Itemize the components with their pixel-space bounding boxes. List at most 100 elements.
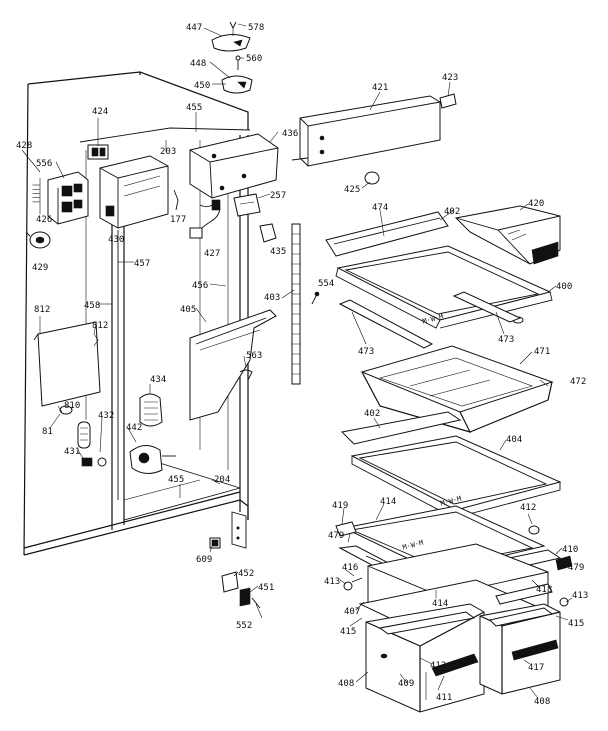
drawer-left-408 — [365, 603, 485, 713]
glass-shelf-400: M·W·M — [335, 245, 553, 329]
label-556: 556 — [36, 159, 52, 169]
label-552: 552 — [236, 621, 252, 631]
label-431: 431 — [64, 447, 80, 457]
light-cover — [139, 393, 163, 427]
svg-text:|||||: ||||| — [32, 183, 40, 204]
label-403: 403 — [264, 293, 280, 303]
label-402-mid: 402 — [364, 409, 380, 419]
label-427: 427 — [204, 249, 220, 259]
label-402-top: 402 — [444, 207, 460, 217]
clip-part — [173, 189, 179, 211]
label-407: 407 — [344, 607, 360, 617]
misc-small-parts — [59, 405, 176, 474]
label-458: 458 — [84, 301, 100, 311]
top-shelf-frame — [325, 211, 449, 257]
label-400: 400 — [556, 282, 572, 292]
label-408-left: 408 — [338, 679, 354, 689]
label-415-right: 415 — [568, 619, 584, 629]
label-434: 434 — [150, 375, 166, 385]
control-panel — [291, 95, 441, 167]
panel-knob — [364, 171, 380, 185]
label-455-top: 455 — [186, 103, 202, 113]
label-472: 472 — [570, 377, 586, 387]
label-810: 810 — [64, 401, 80, 411]
control-knob-assembly — [211, 21, 253, 94]
control-housing — [99, 155, 169, 229]
label-471: 471 — [534, 347, 550, 357]
label-435: 435 — [270, 247, 286, 257]
drawer-right-408 — [479, 603, 561, 695]
label-448: 448 — [190, 59, 206, 69]
label-609: 609 — [196, 555, 212, 565]
label-405: 405 — [180, 305, 196, 315]
bin-420 — [454, 205, 561, 265]
label-563: 563 — [246, 351, 262, 361]
label-456: 456 — [192, 281, 208, 291]
label-204: 204 — [214, 475, 230, 485]
label-812-right: 812 — [92, 321, 108, 331]
part-609 — [209, 537, 221, 549]
label-203: 203 — [160, 147, 176, 157]
light-socket-part — [87, 144, 109, 160]
label-413-right: 413 — [572, 591, 588, 601]
label-418: 418 — [536, 585, 552, 595]
glass-shelf-404: M·W·M — [340, 411, 562, 519]
label-420: 420 — [528, 199, 544, 209]
wire-harness — [189, 199, 221, 239]
label-413-left: 413 — [324, 577, 340, 587]
label-450: 450 — [194, 81, 210, 91]
label-429: 429 — [32, 263, 48, 273]
duct-cover — [189, 133, 279, 199]
label-412-top: 412 — [520, 503, 536, 513]
label-578: 578 — [248, 23, 264, 33]
leader-lines — [21, 23, 573, 699]
label-421: 421 — [372, 83, 388, 93]
label-447: 447 — [186, 23, 202, 33]
label-414-bottom: 414 — [432, 599, 448, 609]
label-404: 404 — [506, 435, 522, 445]
label-452: 452 — [238, 569, 254, 579]
light-bulb — [439, 93, 457, 109]
label-419: 419 — [332, 501, 348, 511]
label-451: 451 — [258, 583, 274, 593]
label-479-right: 479 — [568, 563, 584, 573]
label-812-left: 812 — [34, 305, 50, 315]
crisper-pan-471 — [360, 345, 554, 433]
label-424: 424 — [92, 107, 108, 117]
label-474: 474 — [372, 203, 388, 213]
label-415-left: 415 — [340, 627, 356, 637]
hinge-parts — [221, 571, 261, 609]
label-408-right: 408 — [534, 697, 550, 707]
door-switch — [233, 193, 261, 217]
label-410: 410 — [562, 545, 578, 555]
label-436: 436 — [282, 129, 298, 139]
label-257: 257 — [270, 191, 286, 201]
label-554: 554 — [318, 279, 334, 289]
label-560: 560 — [246, 54, 262, 64]
label-473-right: 473 — [498, 335, 514, 345]
part-labels: 447 578 448 560 450 421 423 424 455 203 … — [16, 23, 588, 707]
rear-panel-812 — [33, 321, 101, 407]
shelf-ladder — [291, 223, 301, 385]
label-416: 416 — [342, 563, 358, 573]
label-417: 417 — [528, 663, 544, 673]
label-426: 426 — [36, 215, 52, 225]
svg-text:M·W·M: M·W·M — [422, 313, 444, 326]
label-411: 411 — [436, 693, 452, 703]
label-412-bottom: 412 — [430, 661, 446, 671]
label-425: 425 — [344, 185, 360, 195]
thermostat-block: ||||| — [32, 171, 89, 225]
label-81: 81 — [42, 427, 53, 437]
rails-473 — [338, 291, 522, 349]
label-423: 423 — [442, 73, 458, 83]
label-479-left: 479 — [328, 531, 344, 541]
label-414-top: 414 — [380, 497, 396, 507]
label-177: 177 — [170, 215, 186, 225]
label-409: 409 — [398, 679, 414, 689]
label-457: 457 — [134, 259, 150, 269]
label-428: 428 — [16, 141, 32, 151]
control-dial — [25, 231, 51, 249]
label-430: 430 — [108, 235, 124, 245]
